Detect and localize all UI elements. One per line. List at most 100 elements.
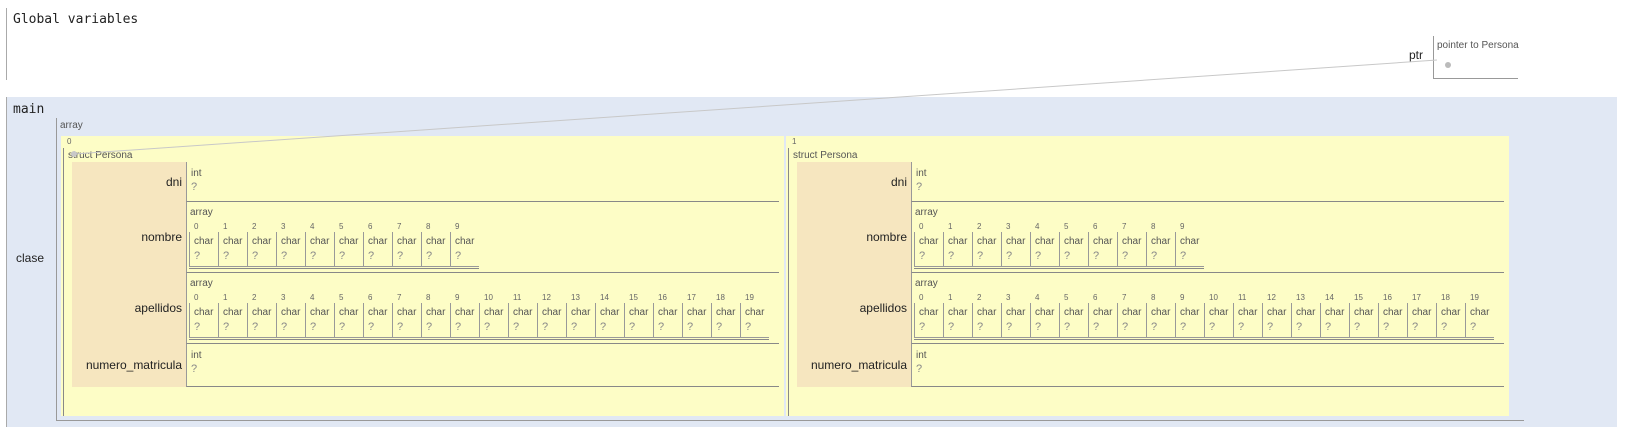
char-value-box[interactable]: char? <box>653 303 682 338</box>
char-value-box[interactable]: char? <box>1349 303 1378 338</box>
char-value-box[interactable]: char? <box>1175 303 1204 338</box>
char-value-box[interactable]: char? <box>363 303 392 338</box>
char-value-box[interactable]: char? <box>537 303 566 338</box>
field-value-dni[interactable]: int? <box>186 162 779 202</box>
char-value-box[interactable]: char? <box>334 303 363 338</box>
char-value-box[interactable]: char? <box>450 232 479 267</box>
char-value-box[interactable]: char? <box>392 303 421 338</box>
char-value-box[interactable]: char? <box>1320 303 1349 338</box>
char-value-box[interactable]: char? <box>450 303 479 338</box>
field-value-dni[interactable]: int? <box>911 162 1504 202</box>
char-value-box[interactable]: char? <box>1088 303 1117 338</box>
char-value-box[interactable]: char? <box>218 303 247 338</box>
ptr-value-box[interactable]: pointer to Persona <box>1433 36 1519 79</box>
char-value-box[interactable]: char? <box>392 232 421 267</box>
char-value-box[interactable]: char? <box>508 303 537 338</box>
char-value-box[interactable]: char? <box>1378 303 1407 338</box>
field-value-numero-matricula[interactable]: int? <box>186 344 779 387</box>
char-value-box[interactable]: char? <box>566 303 595 338</box>
char-value-box[interactable]: char? <box>624 303 653 338</box>
char-value-box[interactable]: char? <box>1407 303 1436 338</box>
char-value-box[interactable]: char? <box>276 303 305 338</box>
char-value-box[interactable]: char? <box>1117 232 1146 267</box>
char-value-box[interactable]: char? <box>247 232 276 267</box>
char-value-box[interactable]: char? <box>1262 303 1291 338</box>
char-value-box[interactable]: char? <box>1059 232 1088 267</box>
char-value-box[interactable]: char? <box>247 303 276 338</box>
char-value-box[interactable]: char? <box>1001 232 1030 267</box>
char-value-box[interactable]: char? <box>189 232 218 267</box>
char-value-box[interactable]: char? <box>189 303 218 338</box>
char-value-box[interactable]: char? <box>943 232 972 267</box>
char-value-box[interactable]: char? <box>740 303 769 338</box>
char-value-box[interactable]: char? <box>972 232 1001 267</box>
char-value-box[interactable]: char? <box>943 303 972 338</box>
char-value-box[interactable]: char? <box>1436 303 1465 338</box>
char-value-box[interactable]: char? <box>1146 232 1175 267</box>
char-value-box[interactable]: char? <box>305 303 334 338</box>
char-value-box[interactable]: char? <box>276 232 305 267</box>
char-value-box[interactable]: char? <box>1465 303 1494 338</box>
field-value-numero-matricula[interactable]: int? <box>911 344 1504 387</box>
char-value-box[interactable]: char? <box>1175 232 1204 267</box>
char-value-box[interactable]: char? <box>914 232 943 267</box>
char-value-box[interactable]: char? <box>1146 303 1175 338</box>
char-value-box[interactable]: char? <box>1204 303 1233 338</box>
